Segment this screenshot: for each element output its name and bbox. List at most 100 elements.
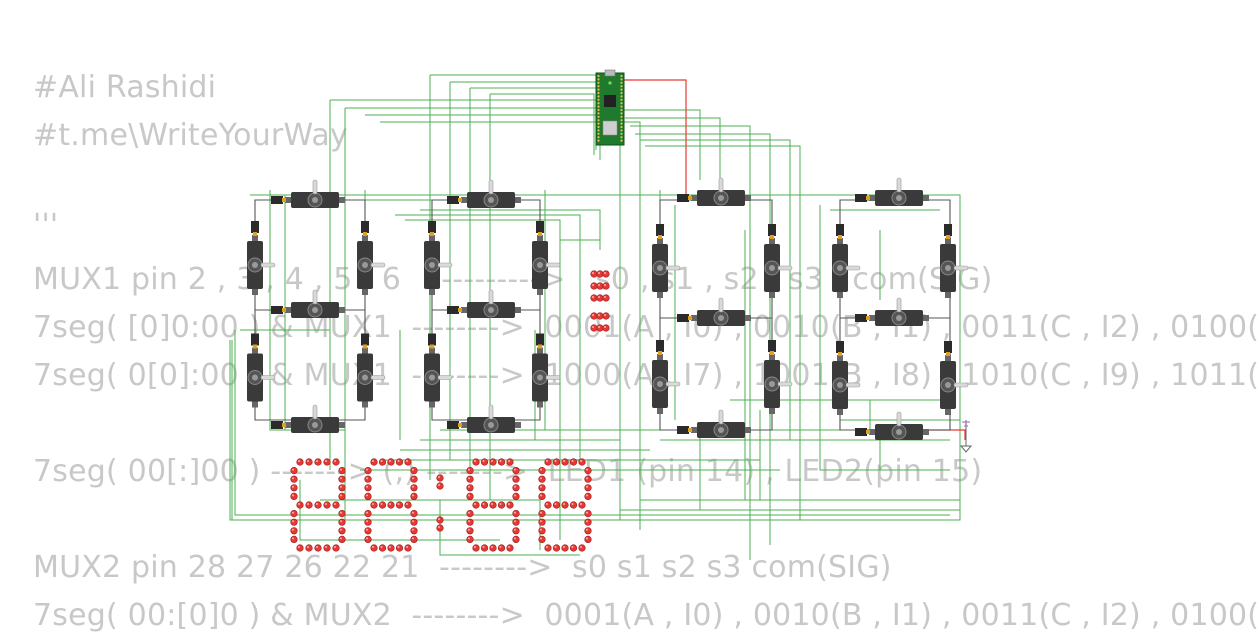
red-led-icon — [410, 527, 418, 535]
led-body — [338, 467, 346, 475]
led-body — [590, 282, 598, 290]
servo-mount — [945, 292, 951, 298]
led-shine — [474, 460, 476, 462]
red-led-icon — [323, 458, 331, 466]
servo-mount — [252, 289, 258, 295]
servo-mount — [923, 315, 929, 321]
led-shine — [604, 272, 606, 274]
wire — [231, 340, 600, 521]
header-pin — [620, 108, 623, 112]
red-led-icon — [552, 458, 561, 466]
servo-pin — [458, 423, 462, 427]
servo-shaft — [488, 307, 494, 313]
red-led-icon — [472, 544, 480, 552]
led-shine — [412, 477, 414, 480]
led-body — [370, 458, 378, 466]
led-body — [378, 458, 387, 466]
servo-motor-icon — [447, 289, 521, 318]
servo-mount — [869, 315, 875, 321]
servo-pin — [946, 235, 950, 239]
red-led-icon — [590, 312, 598, 320]
servo-mount — [923, 195, 929, 201]
servo-mount — [745, 195, 751, 201]
header-pin — [620, 122, 623, 125]
red-led-icon — [332, 544, 340, 552]
led-body — [497, 501, 506, 509]
header-pin — [620, 115, 623, 118]
servo-shaft — [252, 374, 258, 381]
header-pin — [620, 98, 623, 101]
led-shine — [604, 314, 606, 316]
servo-mount — [837, 409, 843, 415]
wire — [344, 107, 600, 520]
servo-shaft — [537, 374, 543, 381]
servo-motor-icon — [357, 221, 386, 295]
servo-motor-icon — [532, 333, 561, 408]
pico-board[interactable] — [595, 69, 625, 146]
led-shine — [508, 460, 510, 462]
servo-mount — [429, 235, 435, 241]
red-led-icon — [410, 475, 418, 483]
led-shine — [292, 494, 294, 497]
servo-mount — [657, 292, 663, 298]
led-shine — [366, 477, 368, 480]
red-led-icon — [364, 475, 372, 483]
servo-pin — [688, 196, 692, 200]
servo-connector — [271, 306, 283, 314]
red-led-icon — [466, 467, 474, 475]
header-pin — [597, 139, 600, 142]
code-line: ''' — [33, 208, 59, 243]
red-led-icon — [552, 501, 561, 509]
servo-pin — [866, 430, 870, 434]
red-led-icon — [544, 458, 552, 466]
wire — [645, 145, 801, 520]
led-body — [338, 509, 346, 518]
red-led-icon — [569, 458, 578, 466]
led-shine — [540, 485, 542, 488]
red-led-icon — [602, 324, 610, 332]
servo-motor-icon — [652, 224, 681, 298]
red-led-icon — [569, 501, 578, 509]
led-body — [552, 544, 561, 552]
led-shine — [580, 503, 582, 505]
led-body — [590, 294, 598, 302]
red-led-icon — [512, 492, 520, 500]
led-body — [552, 501, 561, 509]
servo-connector — [677, 314, 689, 322]
led-shine — [540, 494, 542, 497]
servo-connector — [447, 306, 459, 314]
red-led-icon — [497, 458, 506, 466]
wire — [625, 117, 721, 180]
led-shine — [604, 296, 606, 298]
red-led-icon — [364, 492, 372, 500]
header-pin — [597, 122, 600, 125]
power-wire — [620, 79, 687, 195]
led-body — [404, 458, 412, 466]
servo-horn — [488, 179, 494, 195]
header-pin — [597, 88, 600, 91]
servo-horn — [488, 404, 494, 420]
servo-mount — [769, 238, 775, 244]
servo-motor-icon — [764, 224, 793, 298]
led-body — [290, 509, 298, 518]
red-led-icon — [538, 518, 546, 526]
led-body — [512, 475, 520, 483]
header-pin — [597, 91, 600, 95]
led-shine — [412, 511, 414, 514]
servo-shaft — [312, 307, 318, 313]
led-shine — [292, 477, 294, 480]
led-shine — [586, 485, 588, 488]
led-shine — [592, 326, 594, 328]
red-led-icon — [436, 516, 444, 524]
ground-symbol-icon — [959, 420, 973, 453]
led-shine — [482, 503, 485, 505]
servo-connector — [768, 340, 776, 352]
led-body — [410, 484, 418, 492]
ground-triangle — [959, 445, 973, 453]
servo-connector — [251, 221, 259, 233]
wire — [489, 93, 595, 500]
red-led-icon — [590, 270, 598, 278]
led-shine — [340, 477, 342, 480]
led-shine — [468, 494, 470, 497]
led-body — [296, 501, 304, 509]
